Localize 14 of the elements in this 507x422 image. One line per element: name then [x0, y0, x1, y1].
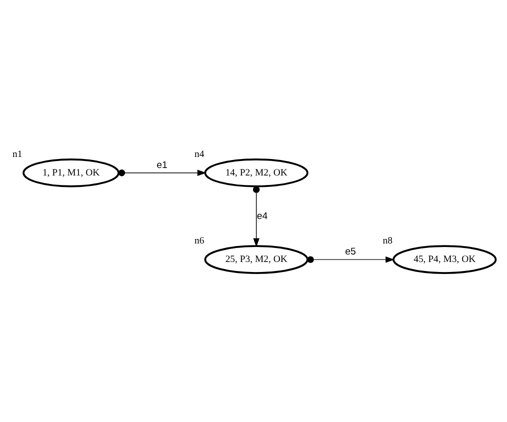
arrow	[252, 186, 260, 248]
node-ellipse: 1, P1, M1, OK	[22, 158, 120, 188]
node-label: n4	[194, 148, 204, 160]
arrow	[118, 170, 206, 176]
edge-label: e4	[256, 210, 268, 222]
node-ellipse: 14, P2, M2, OK	[204, 158, 308, 188]
edge-label: e1	[156, 160, 168, 171]
node-ellipse: 25, P3, M2, OK	[204, 245, 308, 274]
node-label: n8	[382, 235, 393, 246]
arrow	[307, 256, 395, 263]
node-ellipse: 45, P4, M3, OK	[392, 245, 497, 274]
node-label: n1	[12, 148, 22, 160]
edge-label: e5	[345, 246, 356, 258]
node-label: n6	[194, 235, 204, 246]
